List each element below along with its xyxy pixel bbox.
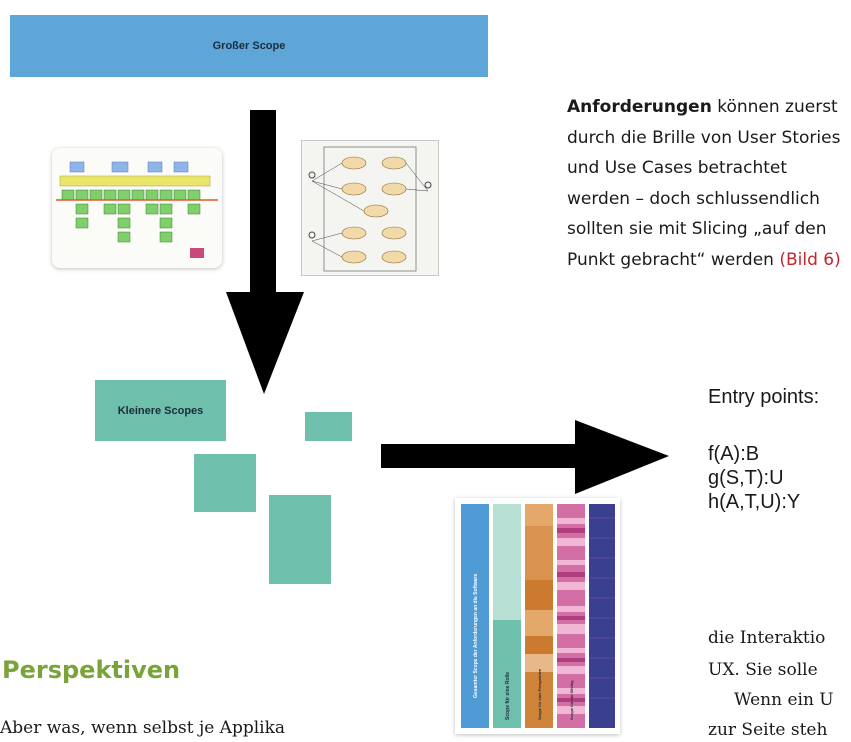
col1-label: Gesamter Scope der Anforderungen an die … [473,573,479,698]
sidebar-body: können zuerst durch die Brille von User … [567,97,841,270]
section-heading: Perspektiven [2,656,181,684]
scope-block-small [305,412,352,441]
small-scope-box: Kleinere Scopes [95,380,226,441]
entry-point-line: f(A):B [708,443,760,465]
big-scope-box: Großer Scope [10,15,488,77]
sidebar-bold: Anforderungen [567,97,712,117]
use-case-drawing [308,146,432,272]
col3-label: Scope für eine Perspektive [537,668,542,720]
body-line: UX. Sie solle [708,660,818,680]
story-map-drawing [56,161,218,258]
figure-reference: (Bild 6) [779,249,841,270]
story-map-image [52,148,222,268]
arrow-right-icon [381,420,669,494]
scope-stripes-image: Gesamter Scope der Anforderungen an die … [455,498,620,734]
body-line: zur Seite steh [708,720,828,740]
arrow-down-icon [226,110,304,394]
big-scope-label: Großer Scope [212,40,286,52]
entry-points-title: Entry points: [708,386,820,408]
scope-block-large [269,495,331,584]
use-case-diagram-image [301,140,439,276]
entry-point-line: g(S,T):U [708,467,784,489]
col2-label: Scope für eine Rolle [505,672,511,720]
body-line-left: Aber was, wenn selbst je Applika [0,718,286,738]
body-line: die Interaktio [708,628,826,648]
small-scope-label: Kleinere Scopes [117,404,204,417]
scope-stripes-drawing: Gesamter Scope der Anforderungen an die … [461,504,615,728]
sidebar-text: Anforderungen können zuerst durch die Br… [567,92,847,275]
body-line: Wenn ein U [734,690,834,710]
scope-block-medium [194,454,256,512]
entry-point-line: h(A,T,U):Y [708,491,801,513]
entry-points-list: f(A):B g(S,T):U h(A,T,U):Y [708,442,800,514]
col4-label: Scope für ein Sliving [569,680,574,720]
